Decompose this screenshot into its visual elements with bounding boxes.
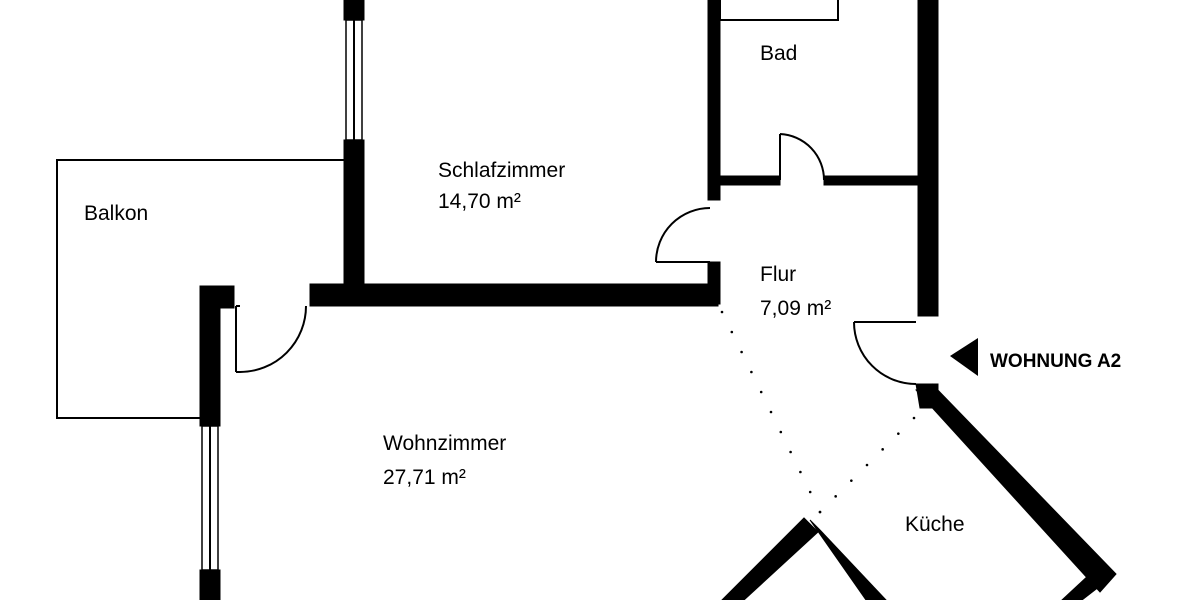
wohnzimmer-area: 27,71 m²	[383, 466, 466, 489]
boundary-dot	[834, 495, 837, 498]
boundary-dot	[912, 416, 916, 420]
boundary-dot	[789, 450, 792, 454]
boundary-dot	[897, 432, 900, 435]
boundary-dot	[799, 470, 802, 474]
boundary-dot	[850, 479, 853, 482]
walls	[199, 0, 1117, 600]
bad-niche	[719, 0, 839, 21]
boundary-dot	[750, 370, 753, 374]
wohnzimmer-label: Wohnzimmer	[383, 432, 506, 455]
schlafzimmer-label: Schlafzimmer	[438, 159, 565, 182]
open-boundary-dots	[720, 310, 916, 514]
balcony-outline	[56, 159, 345, 419]
boundary-dot	[759, 390, 763, 394]
boundary-dot	[730, 330, 734, 334]
boundary-dot	[720, 310, 724, 314]
boundary-dot	[818, 510, 822, 514]
boundary-dot	[769, 410, 773, 414]
schlafzimmer-area: 14,70 m²	[438, 190, 521, 213]
flur-area: 7,09 m²	[760, 297, 831, 320]
doors	[235, 133, 917, 385]
boundary-dot	[779, 430, 783, 434]
boundary-dot	[808, 490, 812, 494]
boundary-dot	[740, 350, 743, 354]
balkon-label: Balkon	[84, 202, 148, 225]
triangle-left-icon	[950, 338, 978, 376]
boundary-dot	[881, 448, 884, 451]
flur-label: Flur	[760, 263, 796, 286]
kueche-label: Küche	[905, 513, 965, 536]
entrance-label: WOHNUNG A2	[990, 351, 1121, 372]
bad-label: Bad	[760, 42, 797, 65]
boundary-dot	[865, 463, 869, 467]
windows	[201, 19, 363, 571]
